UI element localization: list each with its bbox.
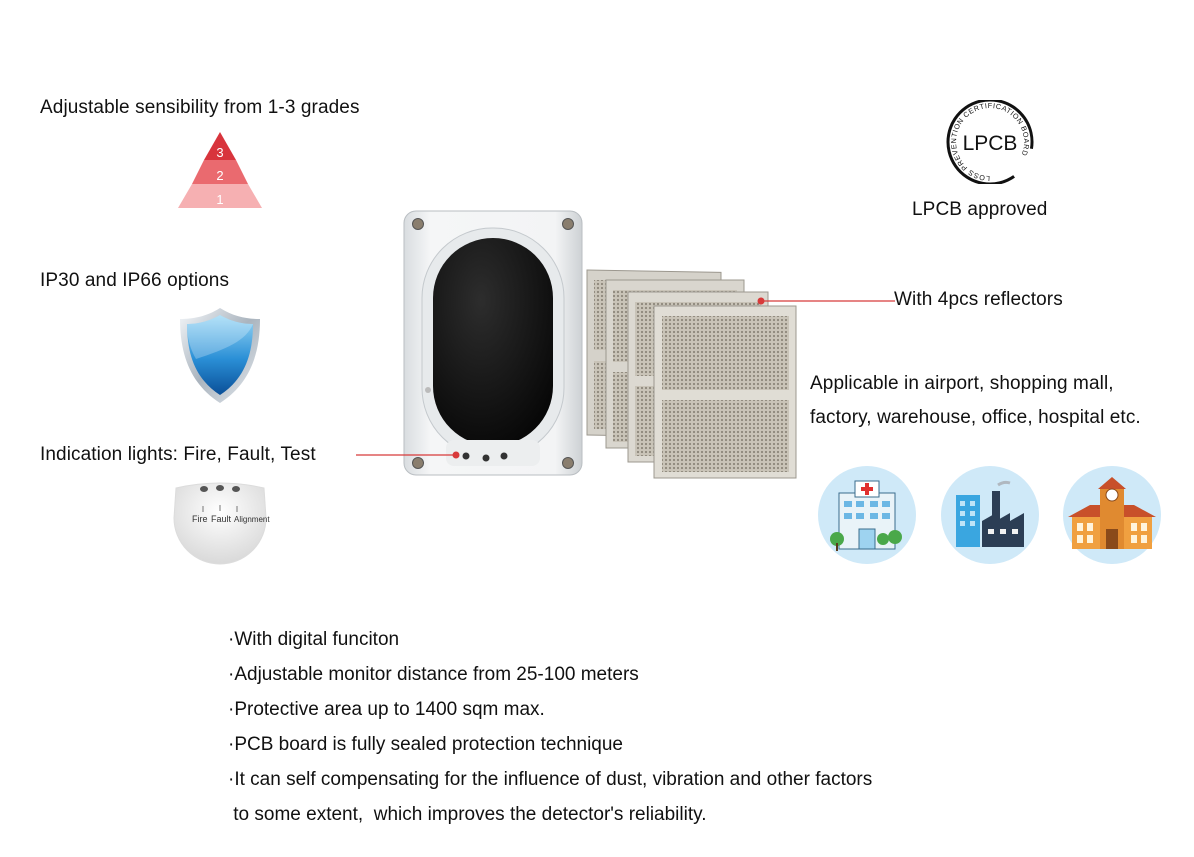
- bullet-digital-function: ·With digital funciton: [228, 629, 400, 650]
- applicable-line-2: factory, warehouse, office, hospital etc…: [810, 407, 1141, 428]
- sensibility-label: Adjustable sensibility from 1-3 grades: [40, 97, 360, 118]
- alignment-led-label: Alignment: [234, 515, 270, 524]
- pyramid-label-1: 1: [216, 192, 223, 207]
- detector-test-led: [500, 452, 508, 460]
- leader-lines: [356, 297, 895, 459]
- pyramid-label-2: 2: [216, 168, 223, 183]
- lpcb-mark: LPCB: [963, 132, 1018, 155]
- hospital-icon: [818, 466, 916, 564]
- alignment-led-icon: [232, 486, 240, 492]
- ip-rating-label: IP30 and IP66 options: [40, 270, 230, 291]
- pyramid-level-1: [178, 184, 262, 208]
- pyramid-level-3: [204, 132, 236, 160]
- bullet-pcb-sealed: ·PCB board is fully sealed protection te…: [228, 734, 624, 755]
- feature-bullet-list: ·With digital funciton ·Adjustable monit…: [228, 622, 872, 832]
- bullet-monitor-distance: ·Adjustable monitor distance from 25-100…: [228, 664, 639, 685]
- reflectors-product: [586, 269, 797, 479]
- lpcb-logo: LOSS PREVENTION CERTIFICATION BOARD LPCB: [946, 100, 1034, 184]
- lpcb-approved-label: LPCB approved: [912, 199, 1048, 220]
- reflectors-label: With 4pcs reflectors: [894, 289, 1063, 310]
- bullet-self-compensating: ·It can self compensating for the influe…: [228, 769, 873, 790]
- fire-led-label: Fire: [192, 514, 208, 524]
- office-building-icon: [1063, 466, 1161, 564]
- detector-fire-led: [462, 452, 470, 460]
- detector-fault-led: [482, 454, 490, 462]
- indication-lights-label: Indication lights: Fire, Fault, Test: [40, 444, 316, 465]
- fault-led-label: Fault: [211, 514, 232, 524]
- applicable-line-1: Applicable in airport, shopping mall,: [810, 373, 1114, 394]
- factory-icon: [941, 466, 1039, 564]
- indicator-lights-closeup: Fire Fault Alignment: [173, 482, 270, 565]
- fault-led-icon: [216, 485, 224, 491]
- sensitivity-pyramid-icon: 3 2 1: [178, 132, 262, 208]
- pyramid-level-2: [192, 160, 248, 184]
- fire-led-icon: [200, 486, 208, 492]
- beam-detector-product: [403, 210, 583, 476]
- pyramid-label-3: 3: [216, 145, 223, 160]
- reflector-panel-4: [653, 305, 797, 479]
- bullet-protective-area: ·Protective area up to 1400 sqm max.: [228, 699, 545, 720]
- bullet-self-compensating-cont: to some extent, which improves the detec…: [228, 804, 707, 825]
- shield-icon: [180, 308, 260, 403]
